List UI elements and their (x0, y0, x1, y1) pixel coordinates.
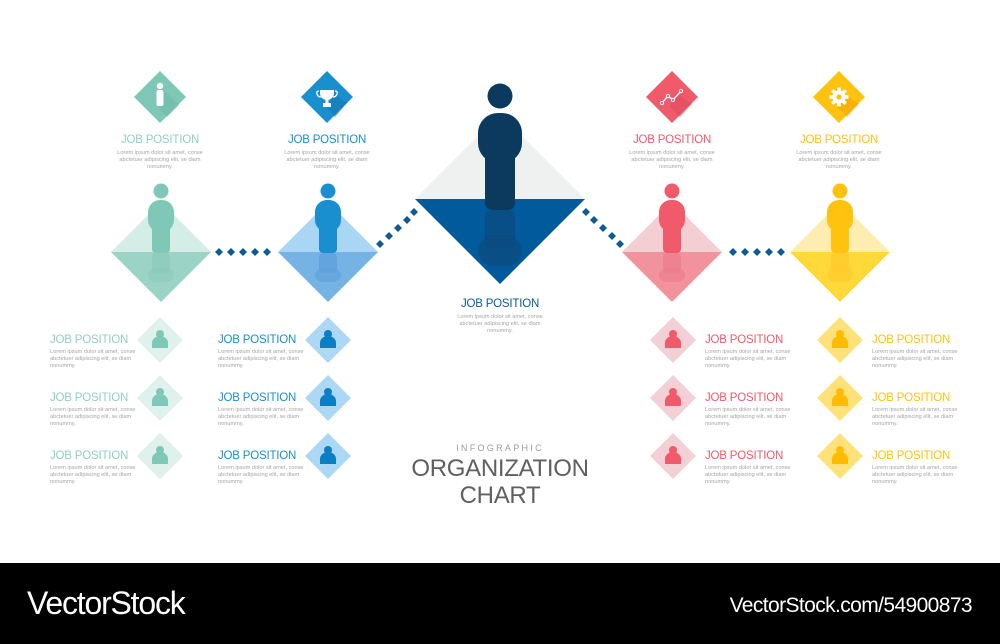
yellow-position-desc: Lorem ipsum dolor sit amet, conse abctet… (796, 150, 882, 170)
red-node (621, 180, 723, 304)
teal-sub-3-title: JOB POSITION (50, 450, 129, 462)
person-figure-icon (478, 83, 522, 266)
yellow-sub-1-title: JOB POSITION (872, 334, 951, 346)
red-sub-1-title: JOB POSITION (705, 334, 784, 346)
yellow-gear-icon-badge (813, 71, 865, 123)
yellow-node (789, 180, 891, 304)
blue-node (277, 180, 379, 304)
blue-position-desc: Lorem ipsum dolor sit amet, conse abctet… (284, 150, 370, 170)
ceo-position-desc: Lorem ipsum dolor sit amet, conse abctet… (457, 314, 543, 334)
yellow-position-title: JOB POSITION (799, 134, 879, 146)
yellow-sub-3-title: JOB POSITION (872, 450, 951, 462)
red-sub-3-title: JOB POSITION (705, 450, 784, 462)
person-figure-icon (315, 183, 341, 282)
org-chart-canvas: JOB POSITION Lorem ipsum dolor sit amet,… (50, 71, 958, 509)
ceo-position-title: JOB POSITION (460, 298, 540, 310)
connector-lines (215, 208, 785, 256)
teal-sub-2-title: JOB POSITION (50, 392, 129, 404)
person-icon (134, 71, 186, 123)
blue-sub-3-title: JOB POSITION (218, 450, 297, 462)
person-figure-icon (659, 183, 685, 282)
blue-sub-1-user-icon (305, 317, 351, 363)
watermark-footer: VectorStock VectorStock.com/54900873 (0, 563, 1000, 644)
blue-position-title: JOB POSITION (287, 134, 367, 146)
red-sub-3-user-icon (650, 433, 696, 479)
teal-node (110, 180, 212, 304)
blue-sub-1-title: JOB POSITION (218, 334, 297, 346)
ceo-node (414, 82, 586, 286)
gear-icon (813, 71, 865, 123)
teal-sub-1-user-icon (137, 317, 183, 363)
blue-sub-2-user-icon (305, 375, 351, 421)
red-position-title: JOB POSITION (632, 134, 712, 146)
teal-sub-3-user-icon (137, 433, 183, 479)
teal-sub-1-title: JOB POSITION (50, 334, 129, 346)
red-sub-2-user-icon (650, 375, 696, 421)
teal-position-title: JOB POSITION (120, 134, 200, 146)
infographic-kicker: INFOGRAPHIC (456, 443, 544, 453)
red-line-chart-icon-badge (646, 71, 698, 123)
line-chart-icon (646, 71, 698, 123)
teal-sub-2-user-icon (137, 375, 183, 421)
blue-trophy-icon-badge (301, 71, 353, 123)
reference-link-text: VectorStock.com/54900873 (729, 594, 973, 617)
yellow-sub-2-user-icon (817, 375, 863, 421)
trophy-icon (301, 71, 353, 123)
yellow-sub-2-title: JOB POSITION (872, 392, 951, 404)
person-figure-icon (148, 183, 174, 282)
infographic-title: ORGANIZATION CHART (411, 455, 589, 509)
yellow-sub-1-user-icon (817, 317, 863, 363)
brand-logo-text: VectorStock (27, 585, 186, 621)
blue-sub-3-user-icon (305, 433, 351, 479)
red-sub-1-user-icon (650, 317, 696, 363)
person-figure-icon (827, 183, 853, 282)
teal-position-desc: Lorem ipsum dolor sit amet, conse abctet… (117, 150, 203, 170)
teal-person-icon-badge (134, 71, 186, 123)
blue-sub-2-title: JOB POSITION (218, 392, 297, 404)
yellow-sub-3-user-icon (817, 433, 863, 479)
red-position-desc: Lorem ipsum dolor sit amet, conse abctet… (629, 150, 715, 170)
red-sub-2-title: JOB POSITION (705, 392, 784, 404)
